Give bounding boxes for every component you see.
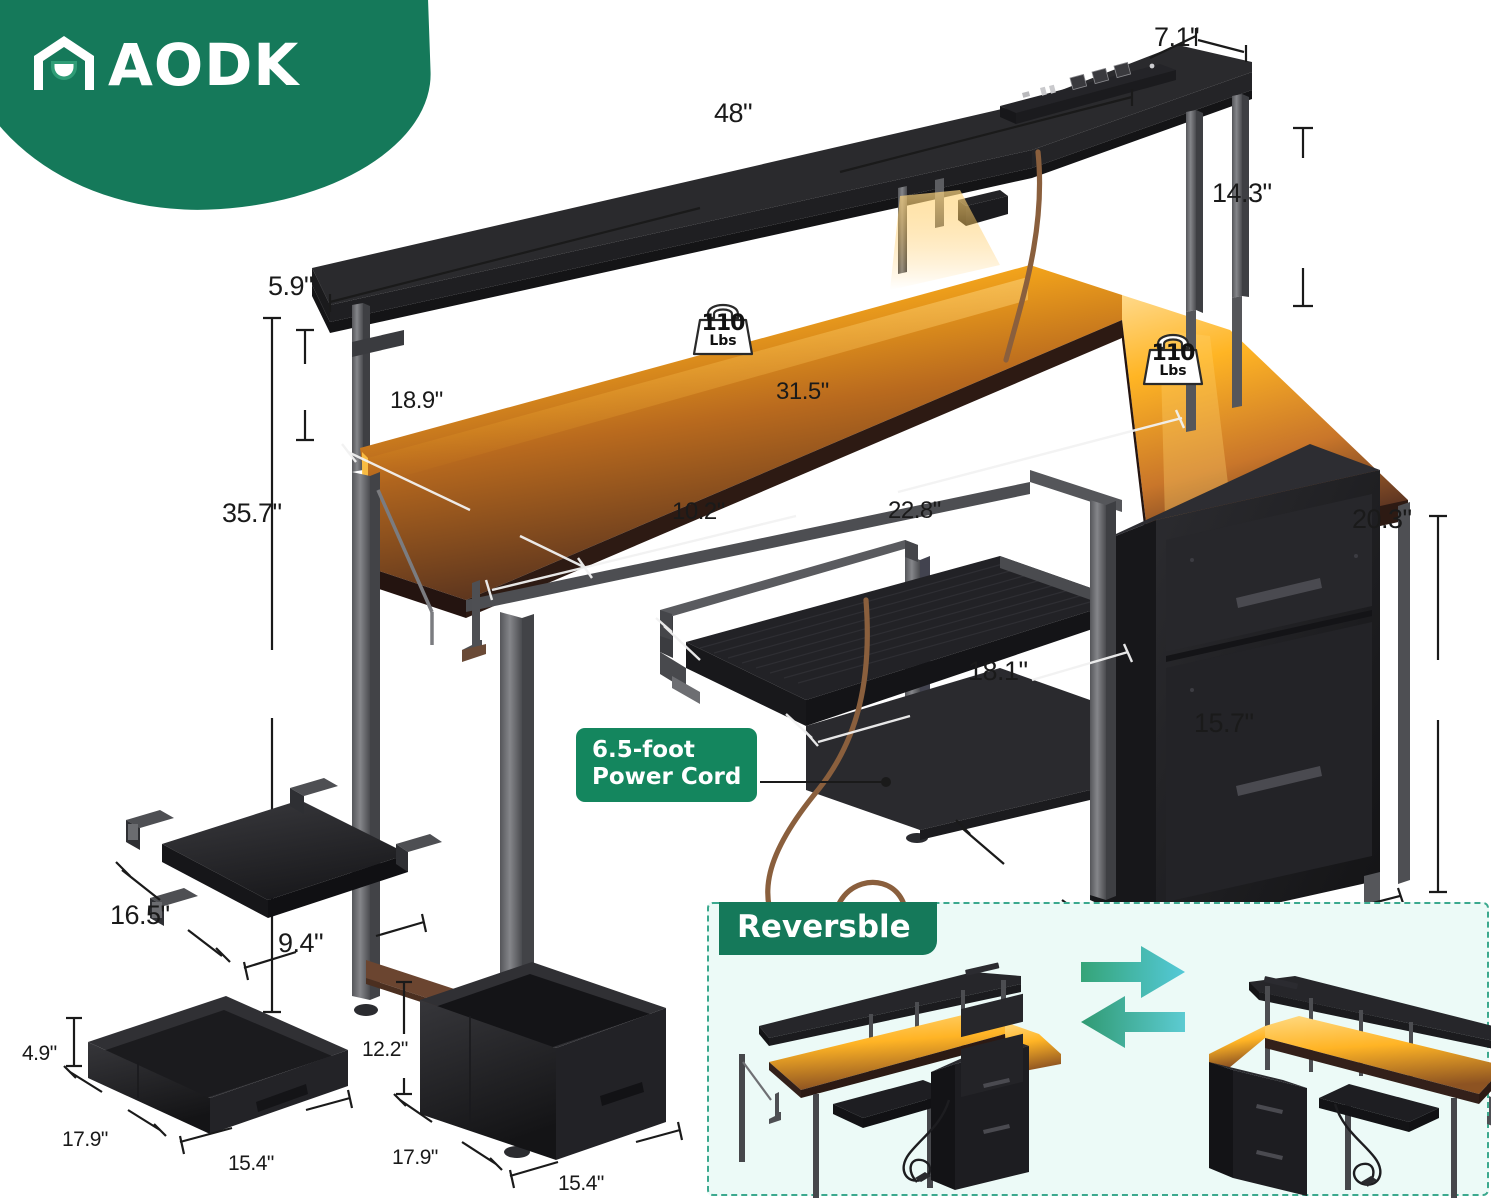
drawer-top xyxy=(1166,494,1372,652)
dim-label-shelf-height: 5.9" xyxy=(268,271,314,301)
keyboard-tray-part xyxy=(126,778,442,926)
weight-value: 110 xyxy=(701,311,746,336)
dim-label-tray-part-depth: 16.5" xyxy=(110,900,170,930)
dim-label-cabinet-width: 15.7" xyxy=(1194,708,1254,738)
brand-logo: AODK xyxy=(28,34,299,96)
power-cord-callout-line2: Power Cord xyxy=(592,764,742,791)
dim-label-tray-depth: 10.2" xyxy=(672,498,725,525)
dim-label-cabinet-height: 20.3" xyxy=(1352,504,1412,534)
dim-label-tray-width: 22.8" xyxy=(888,497,941,524)
power-cord-callout: 6.5-foot Power Cord xyxy=(576,728,758,803)
reversible-panel: Reversble xyxy=(707,902,1491,1198)
weight-capacity-badge-return: 110 Lbs xyxy=(1140,326,1206,388)
dim-label-desk-width: 48" xyxy=(714,98,753,128)
drawer-handle-bottom xyxy=(1236,766,1322,796)
drawer-bottom xyxy=(1166,622,1372,902)
brand-name: AODK xyxy=(108,31,300,99)
headphone-hook-icon xyxy=(462,580,486,662)
weight-unit: Lbs xyxy=(1159,363,1187,379)
keyboard-tray xyxy=(686,556,1125,700)
power-cord-callout-line1: 6.5-foot xyxy=(592,737,695,763)
reversible-label: Reversble xyxy=(719,902,937,955)
shallow-drawer-part xyxy=(88,996,348,1134)
weight-unit: Lbs xyxy=(709,333,737,349)
dim-label-shelf-depth: 7.1" xyxy=(1154,22,1200,52)
dim-label-tray-part-width: 9.4" xyxy=(278,928,324,958)
dim-label-cabinet-depth: 18.1" xyxy=(968,656,1028,686)
drawer-handle-top xyxy=(1236,578,1322,608)
drawer-pull-slot xyxy=(256,1084,308,1112)
house-arch-logo-icon xyxy=(34,36,94,90)
dim-label-deep-depth: 17.9" xyxy=(392,1146,438,1169)
deep-drawer-part xyxy=(420,962,666,1160)
dim-label-deep-height: 12.2" xyxy=(362,1038,408,1061)
dim-label-shallow-width: 15.4" xyxy=(228,1152,274,1175)
weight-value: 110 xyxy=(1151,341,1196,366)
dim-label-deep-width: 15.4" xyxy=(558,1172,604,1195)
weight-kettlebell-icon xyxy=(1142,333,1204,386)
reversible-configurations-illustration xyxy=(739,946,1491,1198)
dim-label-desk-height: 35.7" xyxy=(222,498,282,528)
weight-capacity-badge-main: 110 Lbs xyxy=(690,296,756,358)
two-way-arrows-icon xyxy=(1081,946,1185,1048)
drawer-pull-slot xyxy=(600,1082,644,1106)
dim-label-shallow-height: 4.9" xyxy=(22,1042,57,1065)
dim-label-shallow-depth: 17.9" xyxy=(62,1128,108,1151)
dim-label-desk-depth-left: 18.9" xyxy=(390,387,443,414)
file-cabinet xyxy=(1090,444,1383,965)
dim-label-shelf-clearance: 14.3" xyxy=(1212,178,1272,208)
config-right xyxy=(1209,976,1491,1198)
dim-label-main-top-width: 31.5" xyxy=(776,378,829,405)
config-left xyxy=(739,962,1061,1198)
power-strip-icon xyxy=(1000,61,1176,124)
weight-kettlebell-icon xyxy=(692,303,754,356)
